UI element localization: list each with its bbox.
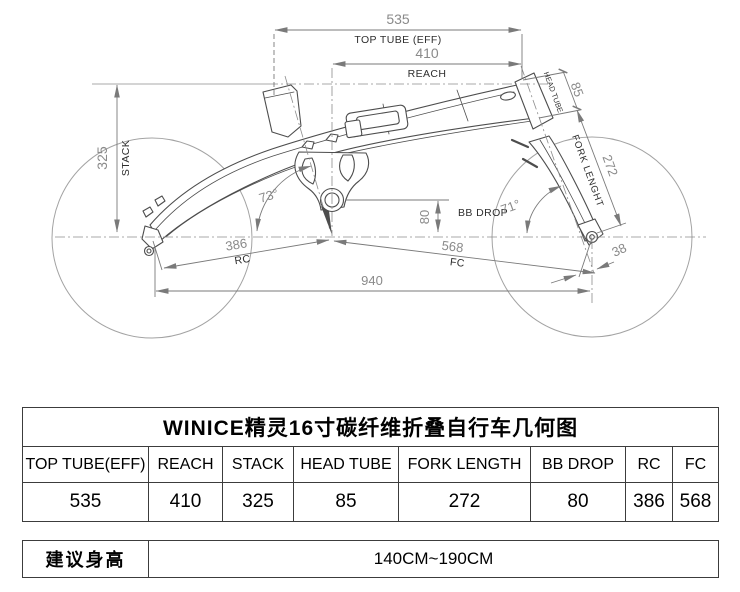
value-cell-fc: 568 (671, 482, 720, 522)
head-angle-value: 71° (499, 196, 523, 217)
rear-wheel-circle (51, 137, 253, 339)
dim-fc: 568 FC (333, 238, 596, 275)
fork-offset-arrow-right (596, 261, 615, 270)
dim-head-angle: 71° (499, 185, 562, 234)
frame-drawing (141, 72, 604, 257)
rear-hanger-inner (146, 248, 152, 254)
top-tube-value: 535 (386, 11, 410, 27)
rc-ext-line (152, 240, 163, 271)
seat-axis-arrowhead (321, 206, 332, 235)
value-cell-rc: 386 (625, 482, 673, 522)
dim-fork-offset: 38 (550, 237, 629, 284)
geometry-table-header-row: TOP TUBE(EFF) REACH STACK HEAD TUBE FORK… (22, 446, 720, 483)
fork-length-ext (596, 222, 627, 234)
rear-dropout (141, 225, 164, 250)
stack-label: STACK (120, 140, 132, 176)
rc-value: 386 (224, 235, 248, 253)
head-tube-ext-bottom (538, 109, 581, 119)
rc-label: RC (234, 253, 252, 267)
seat-angle-arc (255, 165, 312, 232)
bike-geometry-diagram: 535 TOP TUBE (EFF) 410 REACH 325 STACK 8… (51, 11, 706, 339)
stack-value: 325 (94, 146, 110, 170)
cable-guide-2 (325, 133, 339, 143)
suggested-height-value: 140CM~190CM (148, 540, 719, 578)
reach-label: REACH (408, 68, 447, 80)
fc-label: FC (449, 256, 465, 270)
header-cell-top-tube: TOP TUBE(EFF) (22, 446, 149, 483)
geometry-table-title-row: WINICE精灵16寸碳纤维折叠自行车几何图 (21, 407, 720, 447)
crown-shade-2 (521, 157, 539, 169)
fork-offset-arrow-left (550, 274, 577, 284)
suggested-height-table: 建议身高 140CM~190CM (22, 540, 719, 578)
header-cell-fc: FC (671, 446, 720, 483)
rear-tab-2 (142, 206, 154, 218)
rear-tab-1 (154, 195, 166, 207)
geometry-table-title: WINICE精灵16寸碳纤维折叠自行车几何图 (21, 407, 720, 447)
header-cell-stack: STACK (222, 446, 294, 483)
value-cell-stack: 325 (222, 482, 294, 522)
head-tube-axis (520, 65, 595, 274)
head-tube-dim-line (558, 68, 582, 111)
suggested-height-label: 建议身高 (22, 540, 149, 578)
header-cell-head-tube: HEAD TUBE (293, 446, 399, 483)
crown-shade-1 (510, 138, 530, 149)
dim-seat-angle: 73° (255, 165, 312, 232)
rc-dim-line (163, 239, 330, 269)
dim-wheelbase: 940 (154, 247, 591, 297)
folding-latch (344, 104, 409, 139)
fork-length-value: 272 (599, 153, 621, 179)
bb-drop-label: BB DROP (458, 207, 508, 219)
reach-value: 410 (415, 45, 439, 61)
geometry-table: WINICE精灵16寸碳纤维折叠自行车几何图 TOP TUBE(EFF) REA… (21, 407, 720, 522)
value-cell-top-tube: 535 (22, 482, 149, 522)
fork-length-dim-line (576, 109, 622, 227)
dim-top-tube: 535 TOP TUBE (EFF) (273, 11, 523, 96)
value-cell-head-tube: 85 (293, 482, 399, 522)
dim-reach: 410 REACH (332, 45, 522, 80)
geometry-table-value-row: 535 410 325 85 272 80 386 568 (22, 482, 720, 522)
top-tube-label: TOP TUBE (EFF) (354, 34, 441, 46)
head-tube-value: 85 (568, 80, 587, 99)
head-angle-arc (525, 185, 562, 234)
frame-oval-hole (500, 91, 516, 101)
center-lines (55, 65, 706, 304)
dim-rc: 386 RC (152, 235, 330, 271)
value-cell-reach: 410 (148, 482, 223, 522)
header-cell-fork-length: FORK LENGTH (398, 446, 531, 483)
seatpost-cap-line (264, 91, 295, 99)
cable-guide-1 (301, 140, 315, 150)
header-cell-bb-drop: BB DROP (530, 446, 626, 483)
header-cell-rc: RC (625, 446, 673, 483)
suggested-height-row: 建议身高 140CM~190CM (22, 540, 719, 578)
head-tube-shape (514, 72, 554, 130)
fc-value: 568 (441, 238, 464, 256)
beam-inner-line-top (155, 91, 515, 230)
fc-dim-line (333, 239, 596, 275)
seat-angle-value: 73° (257, 186, 280, 206)
fork-offset-value: 38 (609, 240, 628, 260)
seat-tube-axis (284, 75, 331, 231)
bb-drop-value: 80 (417, 210, 432, 224)
wheelbase-value: 940 (361, 273, 383, 288)
pillar-cutout-right (339, 154, 355, 182)
fork-offset-line (578, 237, 593, 278)
latch-clasp (344, 119, 363, 139)
header-cell-reach: REACH (148, 446, 223, 483)
beam-seam-2 (456, 89, 469, 122)
dim-stack: 325 STACK (94, 84, 132, 233)
value-cell-bb-drop: 80 (530, 482, 626, 522)
value-cell-fork-length: 272 (398, 482, 531, 522)
dim-bb-drop: 80 BB DROP (345, 199, 508, 233)
